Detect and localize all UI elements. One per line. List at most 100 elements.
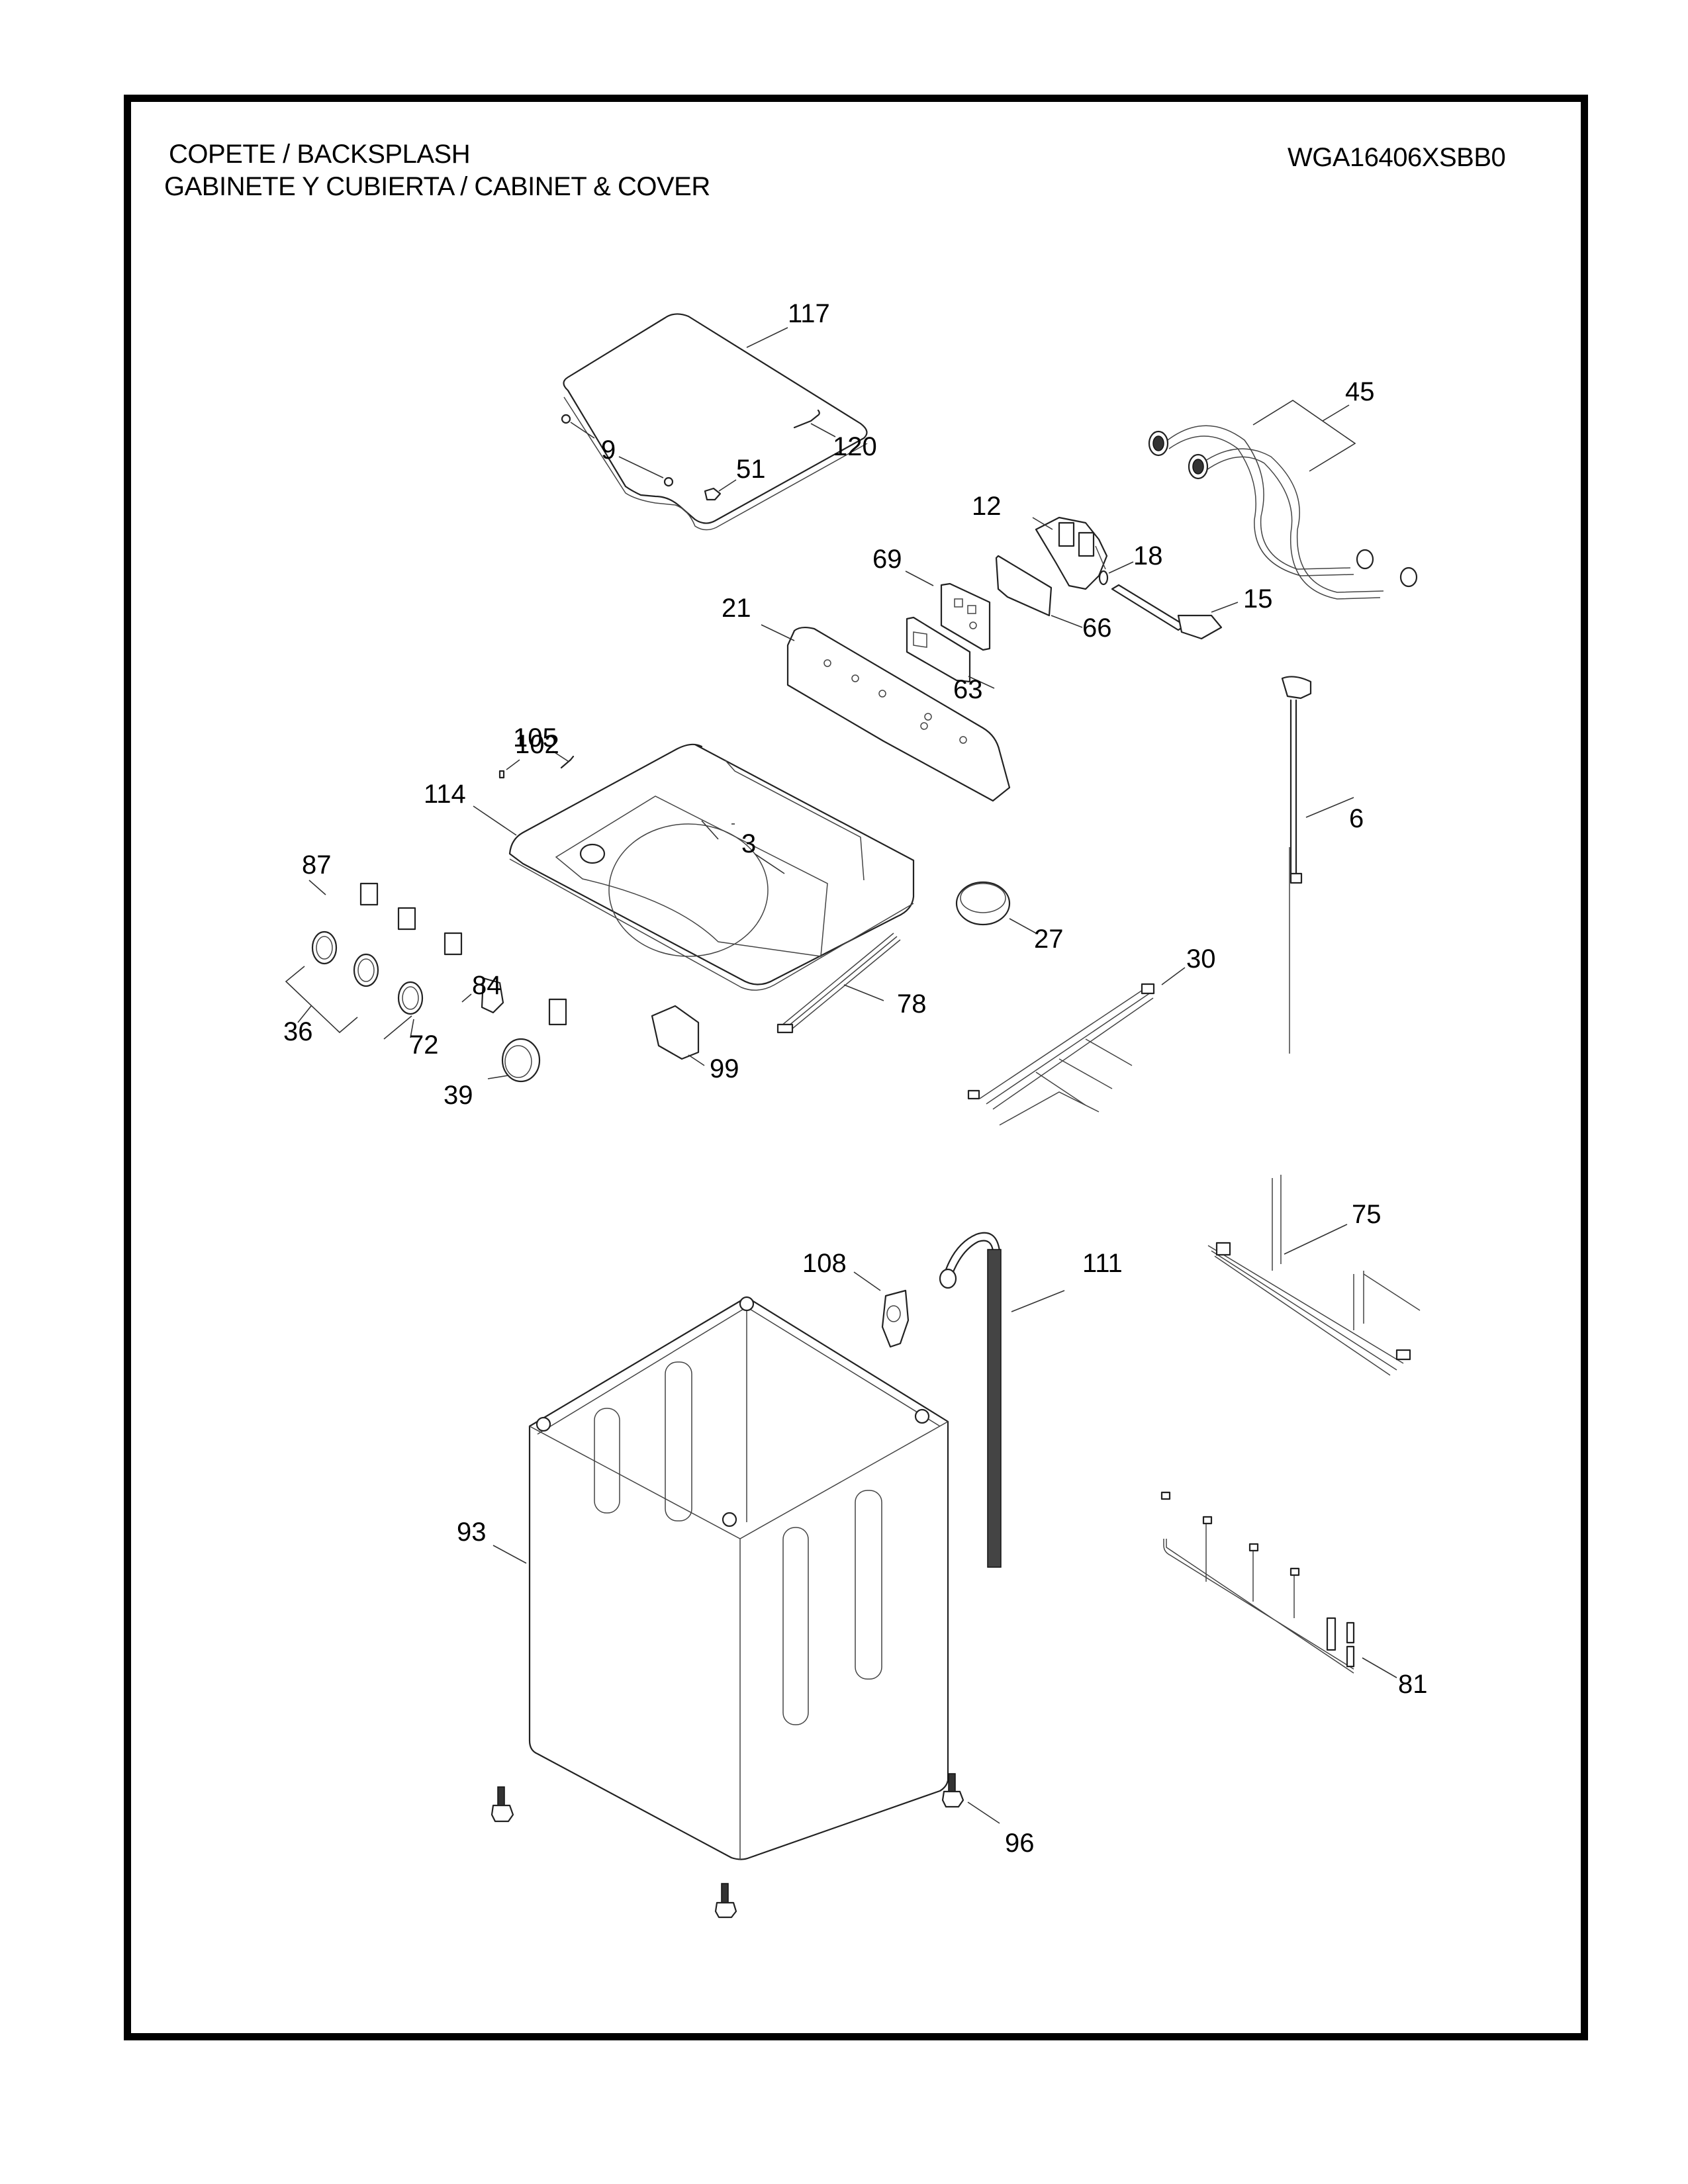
part-45-inlet-hoses[interactable] [1148,425,1418,600]
leader-63 [968,676,995,689]
callout-45: 45 [1345,377,1375,406]
part-81-wire-harness[interactable] [1160,1491,1355,1674]
leader-27 [1009,918,1037,934]
callout-75: 75 [1352,1200,1382,1229]
leader-93 [492,1545,527,1564]
part-69-control-board[interactable] [940,582,991,651]
leader-39 [487,1075,509,1079]
leader-51 [718,479,737,492]
leader-12 [1032,517,1053,530]
leader-45 [1322,404,1350,422]
callout-27: 27 [1034,925,1064,954]
callout-96: 96 [1005,1829,1035,1858]
part-78-wire-harness[interactable] [776,933,901,1034]
part-75-wire-harness[interactable] [1207,1175,1421,1376]
leader-87 [308,880,326,895]
callout-99: 99 [710,1054,739,1083]
callout-51: 51 [736,455,766,484]
leader-72 [410,1019,414,1038]
callout-87: 87 [302,850,332,880]
callout-111: 111 [1082,1249,1123,1278]
leader-66 [1051,615,1083,628]
callout-6: 6 [1349,804,1364,833]
callout-81: 81 [1398,1670,1428,1699]
part-105-pin[interactable] [560,755,575,769]
model-number: WGA16406XSBB0 [1288,143,1506,172]
leader-6 [1305,797,1354,818]
leader-9b [618,456,664,478]
part-27-pressure-switch[interactable] [955,881,1011,926]
callout-30: 30 [1186,944,1216,974]
callout-78: 78 [897,989,927,1019]
callout-21: 21 [722,594,751,623]
part-93-cabinet[interactable] [528,1296,949,1860]
leader-3c [754,853,785,874]
callout-18: 18 [1133,541,1163,570]
leader-21 [761,624,795,641]
part-39-knob[interactable] [501,1038,541,1083]
callout-72: 72 [409,1030,439,1060]
leader-117 [746,327,788,348]
part-99-terminal-block[interactable] [651,1005,700,1060]
part-96-leveling-foot[interactable] [491,1773,964,1919]
callout-108: 108 [802,1249,847,1278]
part-111-drain-hose[interactable] [939,1232,1002,1568]
page-border-frame [124,95,1588,2040]
callout-105: 105 [513,723,557,752]
callout-39: 39 [444,1081,473,1110]
callout-66: 66 [1082,614,1112,643]
leader-96 [967,1801,1000,1824]
callout-84: 84 [472,971,502,1000]
leader-81 [1362,1657,1397,1678]
bracket-36 [285,966,358,1034]
leader-72b [383,1015,412,1040]
part-66-board-bracket[interactable] [995,555,1053,617]
section-title-backsplash: COPETE / BACKSPLASH [169,140,471,169]
leader-18 [1108,561,1134,574]
leader-75 [1284,1224,1348,1255]
callout-114: 114 [424,780,466,809]
part-36-knob[interactable] [311,931,424,1015]
leader-36 [297,1005,312,1023]
leader-114 [473,805,517,836]
leader-78 [843,984,884,1001]
callout-120: 120 [833,432,877,461]
part-9-nut[interactable] [561,414,674,487]
leader-15 [1211,602,1239,613]
leader-30 [1161,967,1186,985]
leader-102 [506,759,520,770]
part-117-lid[interactable] [563,313,868,531]
leader-108 [853,1271,881,1291]
bracket-45 [1252,400,1356,472]
leader-120 [810,423,836,437]
part-51-hinge[interactable] [704,487,722,501]
callout-12: 12 [972,492,1002,521]
part-6-pressure-sensor[interactable] [1281,676,1312,1054]
part-63-ui-module[interactable] [906,616,971,683]
part-102-cap[interactable] [498,770,505,779]
callout-3: 3 [741,829,756,858]
callout-15: 15 [1243,584,1273,614]
part-72-selector[interactable] [481,977,504,1014]
leader-99 [688,1054,705,1066]
section-title-cabinet-cover: GABINETE Y CUBIERTA / CABINET & COVER [164,172,710,201]
part-108-drain-fitting[interactable] [881,1289,910,1348]
callout-69: 69 [872,545,902,574]
part-21-backsplash[interactable] [786,626,1011,802]
part-84-switch[interactable] [548,998,567,1026]
callout-36: 36 [283,1017,313,1046]
leader-84 [461,993,472,1003]
part-87-switch[interactable] [359,882,463,956]
part-114-top-cover[interactable] [508,743,915,991]
callout-117: 117 [788,299,830,328]
leader-111 [1011,1290,1065,1312]
leader-69 [905,570,934,586]
part-15-fill-nozzle[interactable] [1111,584,1223,640]
part-30-wire-harness[interactable] [967,983,1155,1126]
part-120-hinge-rod[interactable] [793,409,820,429]
callout-93: 93 [457,1518,487,1547]
part-12-water-valve[interactable] [1035,516,1108,590]
callout-9: 9 [601,435,616,465]
part-18-hose-clamp[interactable] [1098,570,1109,586]
